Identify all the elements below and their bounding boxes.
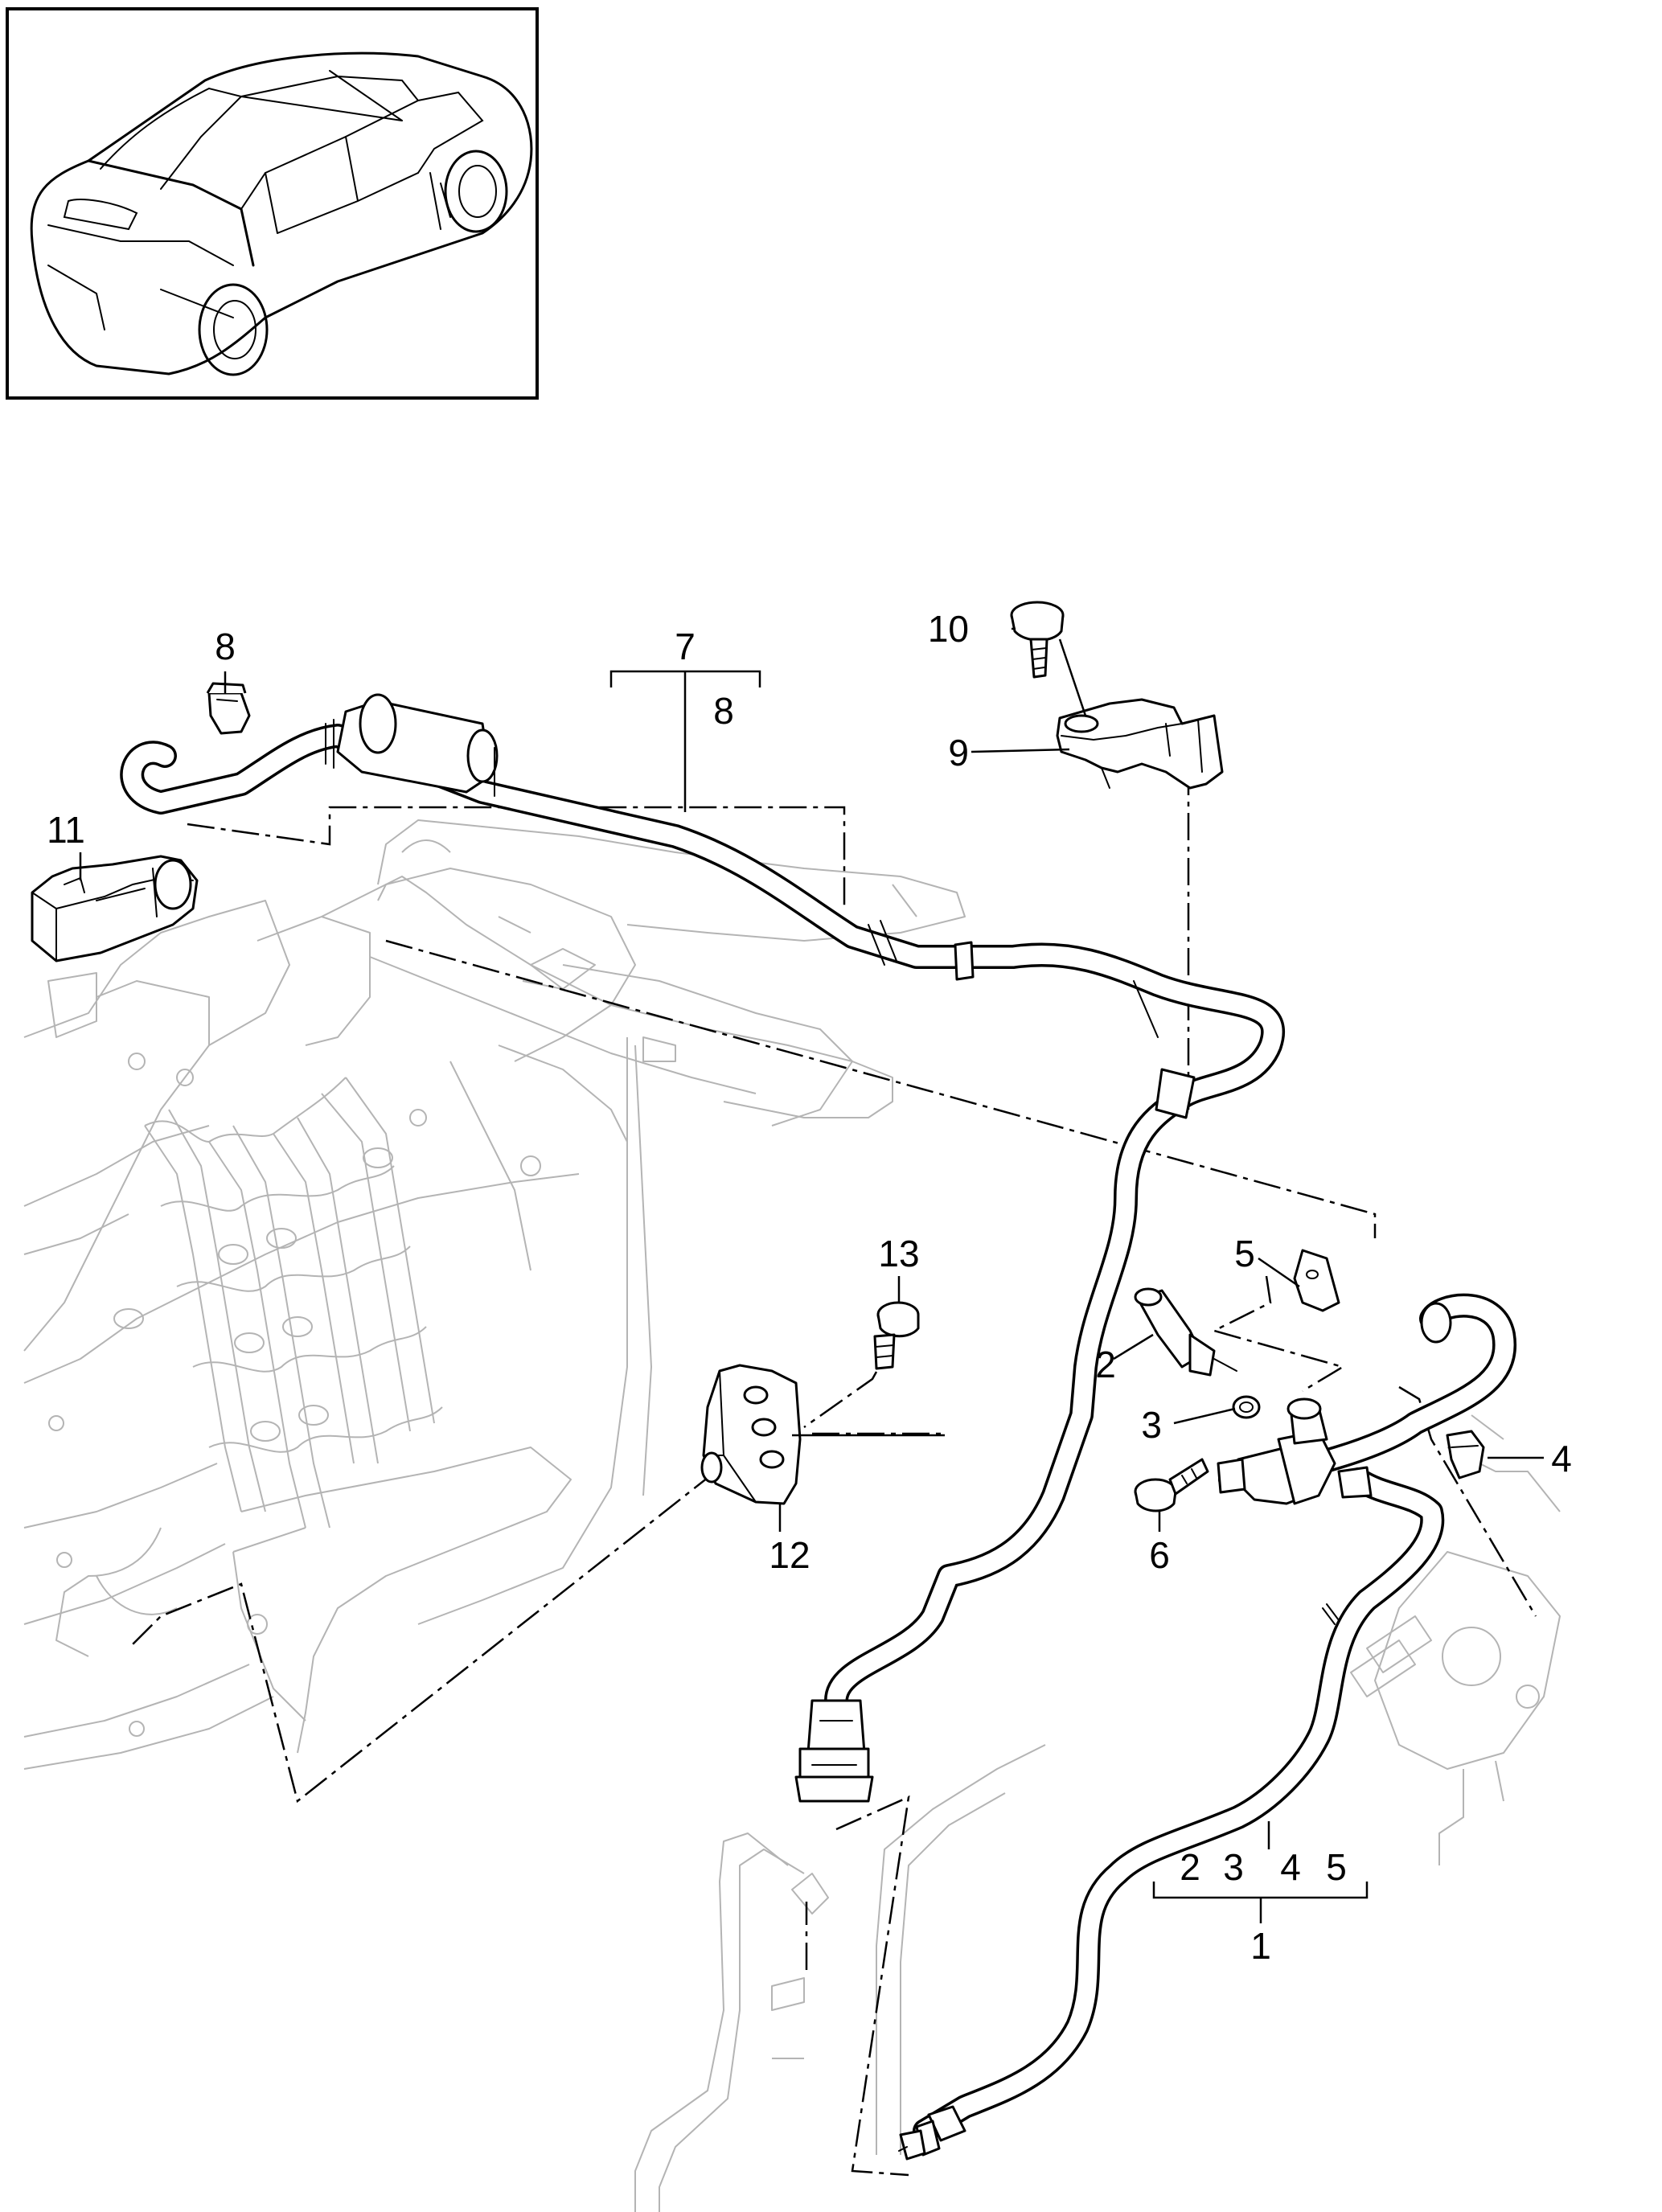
callout-4-clip: 4 xyxy=(1551,1438,1572,1479)
assembly-lines xyxy=(128,768,1537,2177)
part-10-bolt xyxy=(1010,601,1065,679)
coolant-pipes-background xyxy=(113,1077,443,1529)
callout-5-clip: 5 xyxy=(1234,1233,1255,1274)
callout-7-hose: 7 xyxy=(675,626,696,667)
callout-13-bolt: 13 xyxy=(878,1233,919,1274)
coolant-pump-background xyxy=(1350,1414,1561,1865)
callout-5-group: 5 xyxy=(1326,1846,1347,1888)
callout-3-o-ring: 3 xyxy=(1141,1404,1162,1446)
leader-lines xyxy=(79,627,1544,1923)
callout-3-group: 3 xyxy=(1223,1846,1244,1888)
part-3-o-ring xyxy=(1232,1395,1261,1419)
callout-12-bracket: 12 xyxy=(769,1534,810,1576)
part-5-clip xyxy=(1293,1249,1340,1312)
hose-damper-housing xyxy=(325,693,499,797)
hose-marking xyxy=(1322,1603,1340,1625)
part-12-bracket xyxy=(700,1364,802,1505)
callout-9-bracket: 9 xyxy=(948,732,969,774)
hose-connector xyxy=(794,1699,874,1803)
part-4-clip xyxy=(1446,1430,1485,1479)
callout-2-group: 2 xyxy=(1180,1846,1200,1888)
hose-cut-marks xyxy=(868,920,897,966)
part-6-bolt xyxy=(1134,1458,1209,1512)
tee-fitting xyxy=(1217,1397,1373,1505)
callout-6-bolt: 6 xyxy=(1149,1534,1170,1576)
vehicle-overview-inset xyxy=(6,7,539,400)
part-2-sensor xyxy=(1134,1287,1237,1377)
callout-10-bolt: 10 xyxy=(928,608,969,650)
part-8-hose-clip xyxy=(206,682,251,735)
callout-1-hose: 1 xyxy=(1250,1925,1271,1967)
callout-4-group: 4 xyxy=(1280,1846,1301,1888)
lower-coolant-hose xyxy=(898,1293,1517,2161)
part-13-bolt xyxy=(873,1301,920,1370)
hose-end-open xyxy=(1420,1302,1452,1344)
callout-labels: 8 7 8 10 9 11 13 5 2 3 4 6 12 2 3 4 5 1 xyxy=(47,608,1572,1967)
hose-clamp-lower xyxy=(1155,1068,1196,1119)
hose-clamp-upper xyxy=(954,941,975,981)
part-9-bracket xyxy=(1056,698,1224,790)
engine-compartment-background xyxy=(23,819,1046,2155)
callout-8-clip: 8 xyxy=(215,626,236,667)
lower-coolant-pipe-background xyxy=(634,1832,829,2212)
callout-8-group: 8 xyxy=(713,690,734,732)
callout-11-bracket: 11 xyxy=(47,809,85,851)
part-11-bracket xyxy=(31,855,199,962)
hose-end-fitting xyxy=(898,2105,966,2161)
car-outline-icon xyxy=(30,51,533,376)
upper-coolant-hose xyxy=(120,693,1285,1803)
callout-2-sensor: 2 xyxy=(1095,1344,1116,1385)
